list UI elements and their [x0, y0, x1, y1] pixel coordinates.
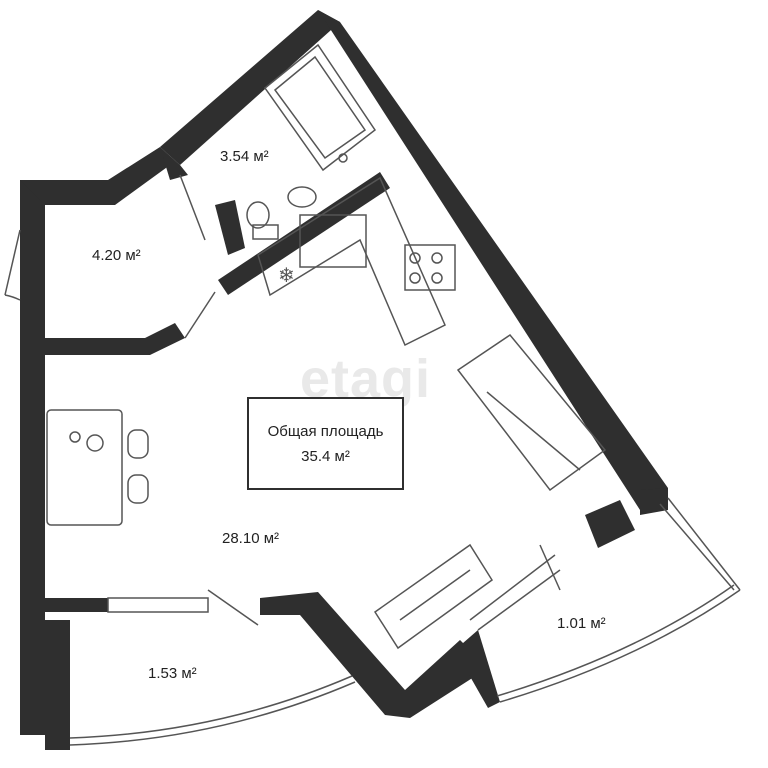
- dining-table: [46, 409, 149, 526]
- room-area-balcony-right: 1.01 м²: [557, 615, 606, 632]
- room-area-balcony-bottom: 1.53 м²: [148, 665, 197, 682]
- total-area-value: 35.4 м²: [301, 447, 350, 465]
- svg-text:❄: ❄: [278, 265, 295, 287]
- room-area-bathroom: 3.54 м²: [220, 148, 269, 165]
- thin-lines: [4, 174, 741, 746]
- tv-unit: [373, 543, 494, 650]
- sofa: [456, 333, 607, 492]
- sanitary: [246, 186, 317, 240]
- total-area-box: Общая площадь 35.4 м²: [247, 397, 404, 490]
- room-area-living: 28.10 м²: [222, 530, 280, 547]
- room-area-hallway: 4.20 м²: [92, 247, 141, 264]
- kitchen: ❄: [257, 176, 456, 347]
- bathtub: [263, 43, 377, 172]
- total-area-label: Общая площадь: [267, 422, 384, 440]
